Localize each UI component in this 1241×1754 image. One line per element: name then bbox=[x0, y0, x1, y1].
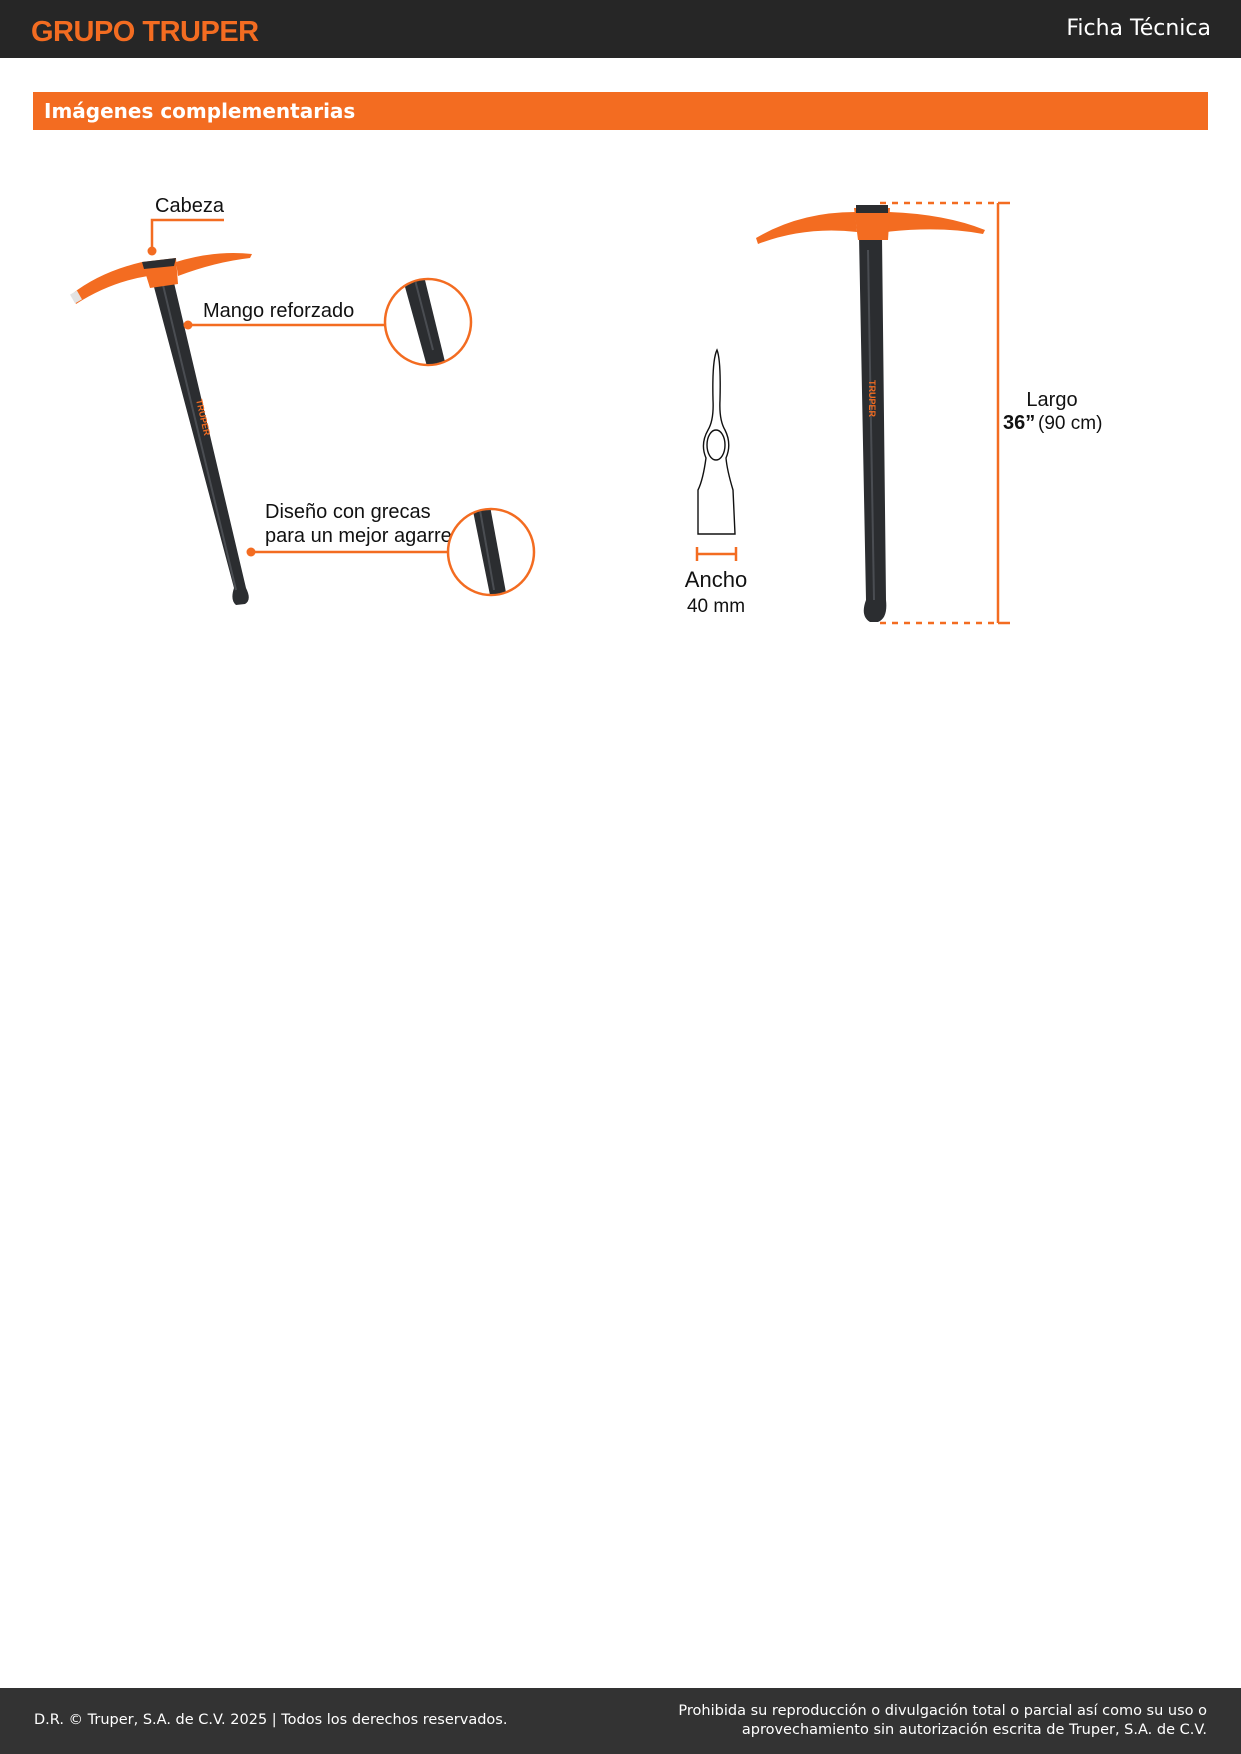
width-value: 40 mm bbox=[687, 596, 745, 617]
pickaxe-profile-outline: Ancho 40 mm bbox=[685, 348, 747, 617]
product-illustration: TRUPER Cabeza Mango reforzado Diseño con… bbox=[70, 195, 1102, 625]
callout-grip: Diseño con grecas para un mejor agarre bbox=[246, 501, 536, 597]
callout-grip-label-2: para un mejor agarre bbox=[265, 525, 452, 547]
header-bar: GRUPO TRUPER Ficha Técnica bbox=[0, 0, 1241, 58]
callout-handle-label: Mango reforzado bbox=[203, 300, 354, 322]
callout-handle: Mango reforzado bbox=[183, 277, 473, 367]
width-label: Ancho bbox=[685, 567, 747, 592]
brand-logo: GRUPO TRUPER bbox=[31, 16, 259, 48]
footer-disclaimer-line-1: Prohibida su reproducción o divulgación … bbox=[678, 1703, 1207, 1719]
footer-disclaimer-line-2: aprovechamiento sin autorización escrita… bbox=[741, 1722, 1207, 1738]
callout-head: Cabeza bbox=[147, 195, 225, 256]
document-type: Ficha Técnica bbox=[1066, 16, 1211, 41]
length-label: Largo bbox=[1026, 389, 1077, 411]
section-title: Imágenes complementarias bbox=[44, 99, 356, 123]
length-value-in: 36” bbox=[1003, 412, 1035, 434]
footer-disclaimer: Prohibida su reproducción o divulgación … bbox=[678, 1702, 1207, 1740]
callout-grip-label-1: Diseño con grecas bbox=[265, 501, 431, 523]
callout-head-label: Cabeza bbox=[155, 195, 225, 217]
length-value-cm: (90 cm) bbox=[1038, 413, 1102, 434]
length-dimension: Largo 36” (90 cm) bbox=[880, 201, 1102, 625]
pickaxe-angled-image: TRUPER bbox=[70, 253, 252, 605]
section-header: Imágenes complementarias bbox=[33, 92, 1208, 130]
handle-print-right: TRUPER bbox=[867, 380, 877, 418]
pickaxe-front-image: TRUPER bbox=[756, 205, 985, 622]
footer-copyright: D.R. © Truper, S.A. de C.V. 2025 | Todos… bbox=[34, 1712, 508, 1728]
footer-bar: D.R. © Truper, S.A. de C.V. 2025 | Todos… bbox=[0, 1688, 1241, 1754]
